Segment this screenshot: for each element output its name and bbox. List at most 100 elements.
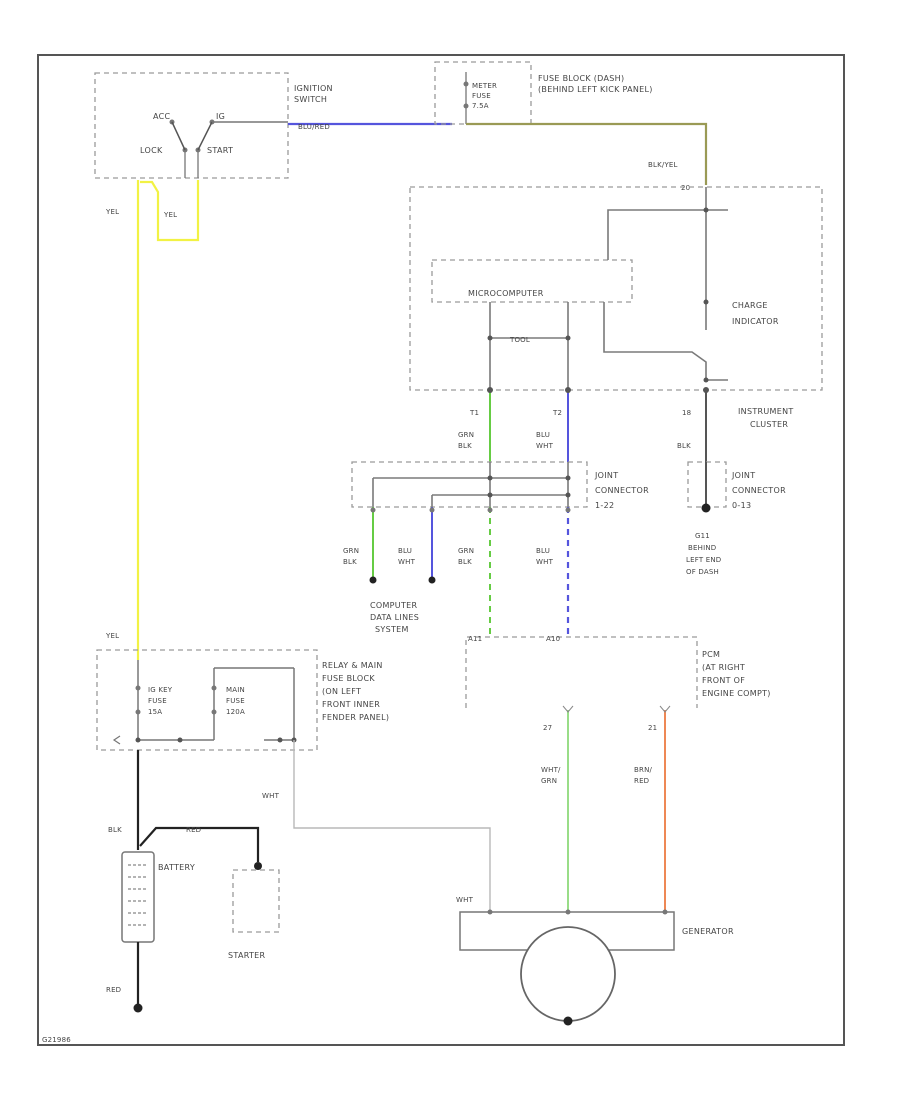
- joint-connector-22-wiring: [372, 462, 571, 507]
- data-line-terminal-2: [428, 576, 436, 584]
- ignition-acc-label: ACC: [153, 112, 171, 121]
- diagram-frame: [37, 54, 845, 1046]
- data-wire-4-label-2: WHT: [536, 558, 554, 566]
- wire-blk-yel: [466, 122, 708, 185]
- fuse-block-dash-title-2: (BEHIND LEFT KICK PANEL): [538, 85, 653, 94]
- cluster-grn-label-2: BLK: [458, 442, 472, 450]
- starter-box: [232, 869, 280, 933]
- data-wire-4-label: BLU: [536, 547, 550, 555]
- wire-brn-red-label: BRN/: [634, 766, 653, 774]
- wire-brn-red-label-2: RED: [634, 777, 649, 785]
- starter-terminal: [254, 862, 262, 870]
- pcm-title-2: (AT RIGHT: [702, 663, 745, 672]
- cluster-pin-t2: T2: [552, 409, 562, 417]
- wire-blu-red-label: BLU/RED: [298, 123, 330, 131]
- starter-label: STARTER: [228, 951, 266, 960]
- ignition-switch-box: [94, 72, 289, 179]
- cluster-blu-label: BLU: [536, 431, 550, 439]
- generator-wht-pin-label: WHT: [456, 896, 474, 904]
- cluster-bus-label: TOOL: [509, 336, 530, 344]
- cluster-blk-label: BLK: [677, 442, 691, 450]
- wire-wht-grn-label: WHT/: [541, 766, 561, 774]
- wire-red-starter: [139, 826, 260, 862]
- meter-fuse-label: METER: [472, 82, 497, 90]
- data-wire-1-label-2: BLK: [343, 558, 357, 566]
- ig-key-fuse-rating: 15A: [148, 708, 162, 716]
- generator-symbol: [459, 909, 675, 1026]
- cluster-pin-t1: T1: [469, 409, 479, 417]
- ignition-switch-contacts: [169, 119, 288, 178]
- joint-connector-13-title: JOINT: [731, 471, 755, 480]
- wire-yel-loop-label: YEL: [163, 211, 177, 219]
- cluster-pin-20: 20: [681, 184, 690, 192]
- joint-connector-22-box: [351, 461, 588, 508]
- ground-label: G11: [695, 532, 710, 540]
- relay-box-title-2: FUSE BLOCK: [322, 674, 375, 683]
- ground-label-4: OF DASH: [686, 568, 719, 576]
- ignition-lock-label: LOCK: [140, 146, 163, 155]
- computer-data-lines-title-2: DATA LINES: [370, 613, 419, 622]
- pcm-title-3: FRONT OF: [702, 676, 745, 685]
- fuse-block-dash-box: [434, 61, 532, 125]
- relay-box-title-5: FENDER PANEL): [322, 713, 389, 722]
- data-wire-2-label: BLU: [398, 547, 412, 555]
- main-fuse-label: MAIN: [226, 686, 245, 694]
- cluster-pin-18: 18: [682, 409, 691, 417]
- instrument-cluster-title-2: CLUSTER: [750, 420, 788, 429]
- joint-connector-22-title: JOINT: [594, 471, 618, 480]
- wire-wht-generator: [293, 740, 491, 912]
- joint-connector-13-title-3: 0-13: [732, 501, 751, 510]
- ig-key-fuse-label: IG KEY: [148, 686, 173, 694]
- diagram-code: G21986: [42, 1036, 71, 1044]
- ground-label-2: BEHIND: [688, 544, 716, 552]
- wire-yel-bottom-label: YEL: [105, 632, 119, 640]
- pcm-title: PCM: [702, 650, 720, 659]
- joint-connector-22-title-3: 1-22: [595, 501, 614, 510]
- battery-ground-point: [133, 1003, 143, 1013]
- data-wire-1-label: GRN: [343, 547, 359, 555]
- generator-label: GENERATOR: [682, 927, 734, 936]
- charge-indicator-label-2: INDICATOR: [732, 317, 779, 326]
- relay-main-fuse-box: [96, 649, 318, 751]
- instrument-cluster-title: INSTRUMENT: [738, 407, 794, 416]
- pcm-box: [465, 636, 698, 708]
- ignition-ig-label: IG: [216, 112, 225, 121]
- main-fuse-rating: 120A: [226, 708, 245, 716]
- battery-symbol: [121, 851, 155, 943]
- computer-data-lines-title-3: SYSTEM: [375, 625, 409, 634]
- pcm-pin-27: 27: [543, 724, 552, 732]
- microcomputer-label: MICROCOMPUTER: [468, 289, 544, 298]
- relay-box-title-3: (ON LEFT: [322, 687, 361, 696]
- wire-blk-yel-label: BLK/YEL: [648, 161, 678, 169]
- charge-indicator-label: CHARGE: [732, 301, 768, 310]
- data-wire-2-label-2: WHT: [398, 558, 416, 566]
- wire-blk-label: BLK: [108, 826, 122, 834]
- wire-yel-top-label: YEL: [105, 208, 119, 216]
- microcomputer-box: [431, 259, 633, 303]
- main-fuse-label-2: FUSE: [226, 697, 245, 705]
- wire-wht-grn-label-2: GRN: [541, 777, 557, 785]
- pcm-pin-a10: A10: [546, 635, 560, 643]
- relay-box-title: RELAY & MAIN: [322, 661, 383, 670]
- ignition-switch-title: IGNITION: [294, 84, 333, 93]
- cluster-grn-label: GRN: [458, 431, 474, 439]
- joint-connector-22-title-2: CONNECTOR: [595, 486, 649, 495]
- ground-label-3: LEFT END: [686, 556, 721, 564]
- relay-box-title-4: FRONT INNER: [322, 700, 380, 709]
- meter-fuse-symbol: [463, 72, 469, 124]
- ignition-switch-title-2: SWITCH: [294, 95, 327, 104]
- fuse-block-dash-title: FUSE BLOCK (DASH): [538, 74, 624, 83]
- data-line-terminal-1: [369, 576, 377, 584]
- computer-data-lines-title: COMPUTER: [370, 601, 418, 610]
- data-wire-3-label-2: BLK: [458, 558, 472, 566]
- pcm-pin-a11: A11: [468, 635, 482, 643]
- meter-fuse-rating: 7.5A: [472, 102, 489, 110]
- joint-connector-13-title-2: CONNECTOR: [732, 486, 786, 495]
- battery-label: BATTERY: [158, 863, 195, 872]
- ground-point: [701, 503, 711, 513]
- wire-yel-loop: [140, 180, 200, 242]
- pcm-title-4: ENGINE COMPT): [702, 689, 771, 698]
- pcm-pin-21: 21: [648, 724, 657, 732]
- data-wire-3-label: GRN: [458, 547, 474, 555]
